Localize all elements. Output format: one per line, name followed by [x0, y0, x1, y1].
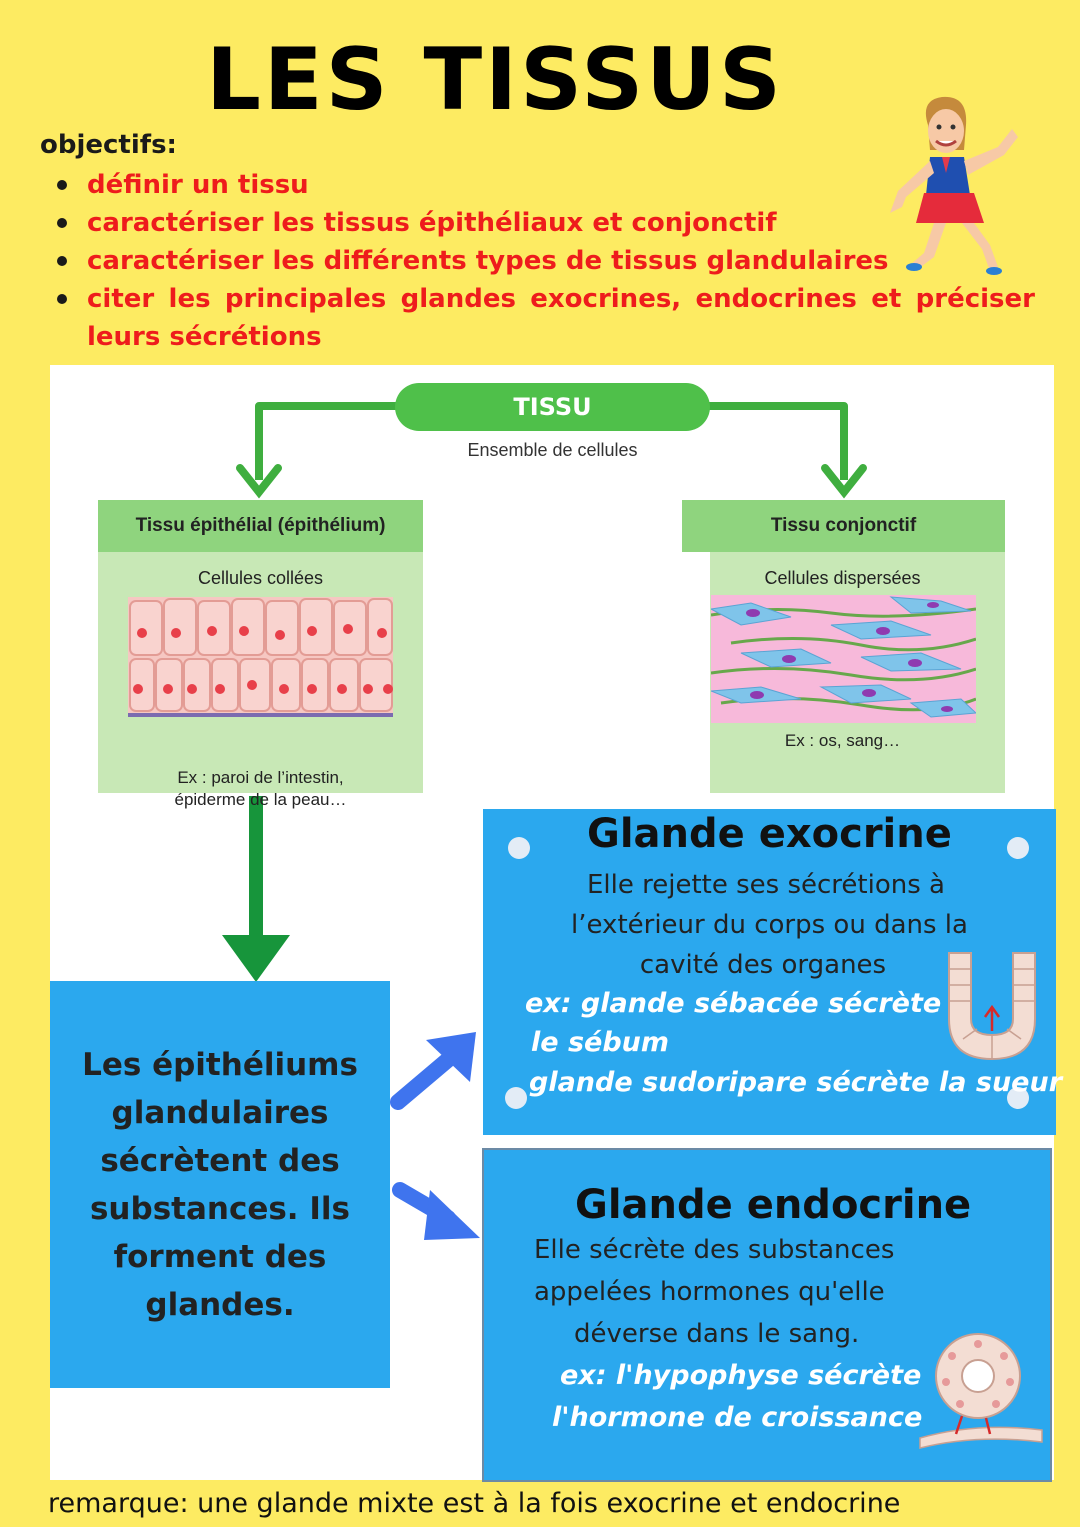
pin-dot: [505, 1087, 527, 1109]
objectives-list: définir un tissu caractériser les tissus…: [55, 166, 1035, 356]
exocrine-desc-line3: cavité des organes: [639, 950, 887, 980]
exocrine-gland-box: Glande exocrine Elle rejette ses sécréti…: [483, 809, 1062, 1135]
exocrine-desc-line2: l’extérieur du corps ou dans la: [571, 910, 968, 940]
exocrine-title: Glande exocrine: [587, 811, 952, 857]
objective-item: définir un tissu: [55, 166, 1035, 204]
connective-cells-illustration: [711, 595, 976, 723]
objective-item: caractériser les tissus épithéliaux et c…: [55, 204, 1035, 242]
connective-header: Tissu conjonctif: [682, 500, 1005, 552]
remark-note: remarque: une glande mixte est à la fois…: [48, 1488, 901, 1519]
glandular-epithelium-text: Les épithéliums glandulaires sécrètent d…: [82, 1046, 358, 1323]
exocrine-example-line2: le sébum: [531, 1027, 670, 1058]
pin-dot: [508, 837, 530, 859]
exocrine-example-line1: ex: glande sébacée sécrète: [525, 988, 942, 1019]
endocrine-desc-line3: déverse dans le sang.: [574, 1319, 860, 1349]
pin-dot: [1007, 1087, 1029, 1109]
endocrine-gland-illustration: [919, 1333, 1043, 1449]
endocrine-example-line2: l'hormone de croissance: [552, 1402, 923, 1433]
exocrine-example-line3: glande sudoripare sécrète la sueur: [529, 1067, 1063, 1098]
connective-subtitle: Cellules dispersées: [764, 568, 921, 588]
teacher-avatar-illustration: [890, 96, 1018, 275]
objective-item: citer les principales glandes exocrines,…: [55, 280, 1035, 356]
page-title: LES TISSUS: [206, 30, 784, 130]
epithelial-header: Tissu épithélial (épithélium): [98, 500, 423, 552]
exocrine-desc-line1: Elle rejette ses sécrétions à: [587, 870, 945, 900]
endocrine-desc-line1: Elle sécrète des substances: [534, 1235, 895, 1265]
exocrine-gland-illustration: [948, 952, 1036, 1061]
connective-tissue-header-bar: Tissu conjonctif: [682, 500, 1005, 552]
objectives-heading: objectifs:: [40, 130, 177, 160]
epithelial-example-line1: Ex : paroi de l’intestin,: [177, 768, 344, 787]
endocrine-gland-box: Glande endocrine Elle sécrète des substa…: [482, 1148, 1052, 1482]
endocrine-desc-line2: appelées hormones qu'elle: [534, 1277, 885, 1307]
endocrine-example-line1: ex: l'hypophyse sécrète: [560, 1360, 922, 1391]
pin-dot: [1007, 837, 1029, 859]
connective-example: Ex : os, sang…: [710, 730, 975, 752]
glandular-epithelium-box: Les épithéliums glandulaires sécrètent d…: [50, 981, 390, 1388]
tissue-root-label: TISSU: [395, 383, 710, 431]
epithelial-cells-illustration: [128, 597, 393, 717]
tissue-root-subtitle: Ensemble de cellules: [467, 440, 638, 460]
epithelial-subtitle: Cellules collées: [197, 568, 324, 588]
endocrine-title: Glande endocrine: [575, 1182, 972, 1228]
objective-item: caractériser les différents types de tis…: [55, 242, 1035, 280]
epithelial-example-line2: épiderme de la peau…: [174, 790, 347, 809]
